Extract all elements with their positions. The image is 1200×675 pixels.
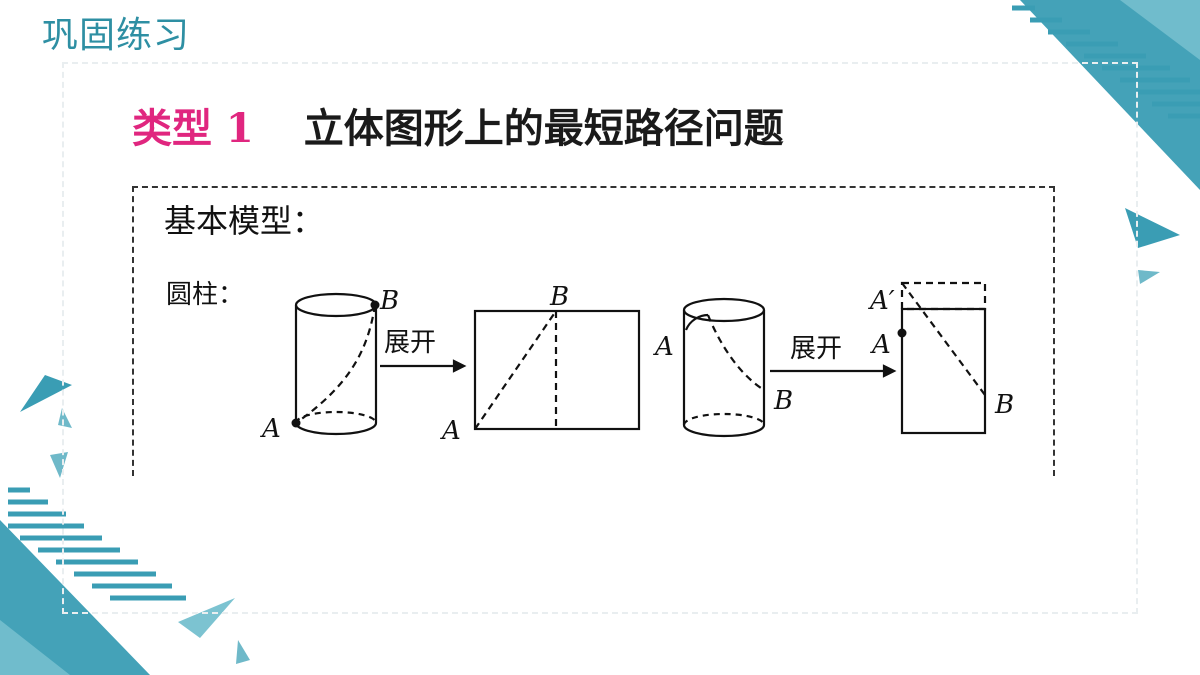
cylinder-1 bbox=[294, 292, 378, 436]
deco-triangle bbox=[236, 640, 250, 664]
cylinder-label: 圆柱： bbox=[166, 280, 245, 310]
unfold-label-1: 展开 bbox=[384, 328, 436, 358]
section-heading: 类型 1 立体图形上的最短路径问题 bbox=[132, 96, 784, 154]
label-a-1: A bbox=[260, 414, 281, 444]
page-title: 巩固练习 bbox=[42, 15, 191, 56]
unfold-label-2: 展开 bbox=[790, 334, 842, 364]
type-title: 立体图形上的最短路径问题 bbox=[303, 105, 784, 152]
arrow-2 bbox=[770, 364, 897, 378]
label-a-2: A bbox=[440, 416, 461, 446]
content-panel bbox=[110, 85, 1070, 463]
model-box bbox=[132, 186, 1055, 476]
model-title: 基本模型： bbox=[164, 202, 325, 240]
type-label: 类型 1 bbox=[132, 105, 254, 152]
point-a-dot-2 bbox=[897, 328, 907, 338]
arrow-1 bbox=[380, 359, 467, 373]
label-b-2: B bbox=[549, 282, 569, 312]
label-a-prime: A′ bbox=[868, 286, 895, 316]
point-b-dot bbox=[370, 300, 380, 310]
label-a-4: A bbox=[870, 330, 891, 360]
point-a-dot bbox=[291, 418, 301, 428]
rectangle-2 bbox=[900, 281, 987, 435]
cylinder-unfolding-figure: B A 展开 B A A B 展开 A′ A B bbox=[260, 281, 1014, 446]
label-a-3: A bbox=[653, 332, 674, 362]
rectangle-1 bbox=[473, 309, 641, 431]
label-b-4: B bbox=[994, 390, 1014, 420]
cylinder-2 bbox=[682, 297, 766, 438]
deco-triangle bbox=[1138, 270, 1160, 284]
label-b-1: B bbox=[379, 286, 399, 316]
label-b-3: B bbox=[773, 386, 793, 416]
outer-dashed-frame bbox=[62, 62, 1138, 614]
